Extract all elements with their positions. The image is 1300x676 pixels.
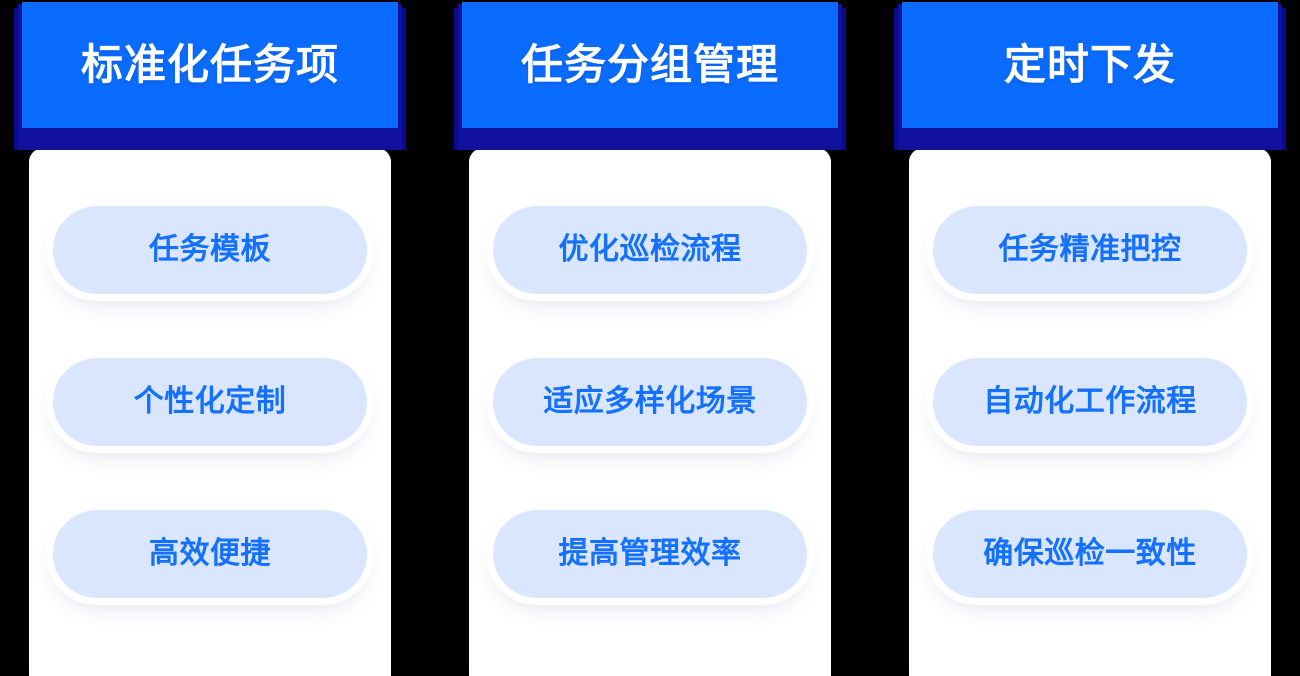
card-body-3: 任务精准把控 自动化工作流程 确保巡检一致性 — [909, 148, 1271, 676]
feature-card-1: 标准化任务项 任务模板 个性化定制 高效便捷 — [14, 0, 406, 676]
feature-pill[interactable]: 优化巡检流程 — [493, 206, 807, 294]
card-header-block-3: 定时下发 — [894, 0, 1286, 150]
card-body-1: 任务模板 个性化定制 高效便捷 — [29, 148, 391, 676]
feature-pill[interactable]: 适应多样化场景 — [493, 358, 807, 446]
feature-pill-label: 高效便捷 — [149, 537, 271, 570]
card-header-1: 标准化任务项 — [22, 2, 398, 128]
feature-pill[interactable]: 自动化工作流程 — [933, 358, 1247, 446]
card-header-3: 定时下发 — [902, 2, 1278, 128]
feature-pill-label: 任务精准把控 — [998, 233, 1182, 266]
card-title-3: 定时下发 — [1003, 41, 1176, 88]
feature-card-2: 任务分组管理 优化巡检流程 适应多样化场景 提高管理效率 — [454, 0, 846, 676]
card-title-2: 任务分组管理 — [520, 41, 779, 88]
card-header-block-1: 标准化任务项 — [14, 0, 406, 150]
feature-pill[interactable]: 高效便捷 — [53, 510, 367, 598]
card-header-block-2: 任务分组管理 — [454, 0, 846, 150]
feature-pill[interactable]: 提高管理效率 — [493, 510, 807, 598]
feature-pill-label: 任务模板 — [149, 233, 271, 266]
feature-pill-label: 提高管理效率 — [558, 537, 742, 570]
card-title-1: 标准化任务项 — [80, 41, 339, 88]
feature-pill-label: 个性化定制 — [133, 385, 287, 418]
feature-pill[interactable]: 确保巡检一致性 — [933, 510, 1247, 598]
feature-pill[interactable]: 个性化定制 — [53, 358, 367, 446]
card-header-2: 任务分组管理 — [462, 2, 838, 128]
feature-pill-label: 适应多样化场景 — [543, 385, 757, 418]
card-body-2: 优化巡检流程 适应多样化场景 提高管理效率 — [469, 148, 831, 676]
feature-card-3: 定时下发 任务精准把控 自动化工作流程 确保巡检一致性 — [894, 0, 1286, 676]
feature-pill-label: 确保巡检一致性 — [983, 537, 1197, 570]
feature-pill[interactable]: 任务模板 — [53, 206, 367, 294]
feature-pill-label: 自动化工作流程 — [983, 385, 1197, 418]
feature-pill[interactable]: 任务精准把控 — [933, 206, 1247, 294]
feature-pill-label: 优化巡检流程 — [558, 233, 742, 266]
